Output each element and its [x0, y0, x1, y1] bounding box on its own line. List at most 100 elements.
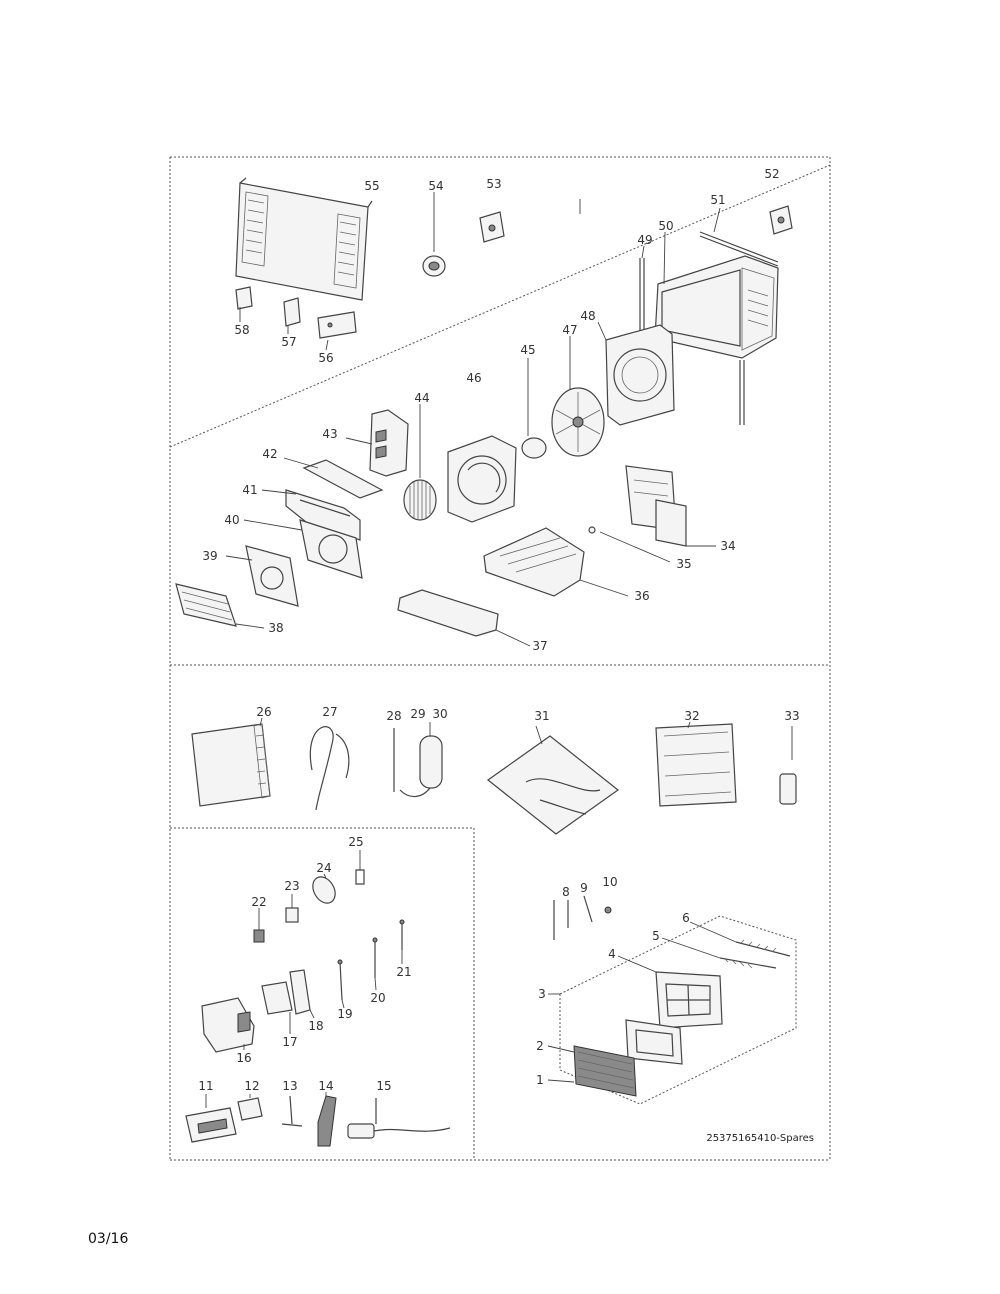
callout-41: 41: [242, 483, 257, 497]
front-frame-part: [625, 1019, 683, 1065]
control-knob-part: [422, 192, 446, 277]
inner-panel-part: [245, 545, 299, 607]
callout-8: 8: [562, 885, 570, 899]
mount-bracket-part: [479, 211, 505, 243]
side-bracket-assembly-part: [625, 465, 687, 547]
callout-leaders: [205, 199, 737, 1108]
screw-set-part: [553, 895, 612, 940]
base-rail-part: [397, 589, 499, 637]
callout-31: 31: [534, 709, 549, 723]
wire-lead-part: [372, 937, 378, 978]
capacitor-part: [312, 876, 336, 904]
callout-57: 57: [281, 335, 296, 349]
callout-labels: 55 54 53 52 51 50 49 58 57 56 48 47 46 4…: [198, 167, 799, 1093]
switch-part: [237, 1097, 263, 1121]
callout-45: 45: [520, 343, 535, 357]
condenser-coil-part: [655, 723, 737, 807]
callout-49: 49: [637, 233, 652, 247]
side-bracket-part: [235, 286, 253, 310]
control-box-cover-part: [201, 997, 255, 1053]
panel-assembly-frame: [559, 915, 797, 1105]
callout-17: 17: [282, 1035, 297, 1049]
callout-53: 53: [486, 177, 501, 191]
air-duct-part: [299, 519, 363, 579]
drawing-number: 25375165410-Spares: [706, 1133, 814, 1144]
evaporator-cover-part: [285, 489, 361, 541]
callout-3: 3: [538, 987, 546, 1001]
control-board-part: [185, 1107, 237, 1143]
callout-13: 13: [282, 1079, 297, 1093]
callout-16: 16: [236, 1051, 251, 1065]
callout-23: 23: [284, 879, 299, 893]
top-cover-part: [302, 459, 384, 499]
callout-44: 44: [414, 391, 429, 405]
remote-control-part: [317, 1095, 337, 1147]
sensor-probe-part: [281, 1095, 303, 1127]
callout-47: 47: [562, 323, 577, 337]
callout-48: 48: [580, 309, 595, 323]
callout-35: 35: [676, 557, 691, 571]
callout-24: 24: [316, 861, 331, 875]
callout-46: 46: [466, 371, 481, 385]
callout-10: 10: [602, 875, 617, 889]
callout-38: 38: [268, 621, 283, 635]
callout-55: 55: [364, 179, 379, 193]
louver-blade-part: [735, 939, 791, 957]
callout-39: 39: [202, 549, 217, 563]
base-plate-part: [487, 735, 619, 835]
seal-strip-part: [639, 258, 645, 340]
fan-motor-part: [521, 358, 547, 459]
callout-12: 12: [244, 1079, 259, 1093]
callout-40: 40: [224, 513, 239, 527]
callout-21: 21: [396, 965, 411, 979]
relay-part: [285, 907, 299, 923]
wire-connector-part: [399, 919, 405, 950]
callout-25: 25: [348, 835, 363, 849]
thermistor-part: [355, 850, 365, 885]
shroud-panel-part: [605, 324, 675, 426]
callout-14: 14: [318, 1079, 333, 1093]
callout-20: 20: [370, 991, 385, 1005]
air-filter-part: [655, 971, 723, 1029]
evaporator-coil-part: [191, 723, 271, 807]
callout-2: 2: [536, 1039, 544, 1053]
callout-54: 54: [428, 179, 443, 193]
blower-housing-part: [447, 435, 517, 523]
callout-30: 30: [432, 707, 447, 721]
callout-43: 43: [322, 427, 337, 441]
callout-32: 32: [684, 709, 699, 723]
support-rod-part: [699, 231, 779, 267]
date-code: 03/16: [88, 1231, 128, 1247]
diagram-frame: [169, 156, 831, 1161]
drain-plug-part: [588, 526, 596, 534]
callout-33: 33: [784, 709, 799, 723]
callout-11: 11: [198, 1079, 213, 1093]
fuse-part: [253, 908, 265, 943]
callout-5: 5: [652, 929, 660, 943]
base-pan-part: [483, 527, 585, 597]
callout-56: 56: [318, 351, 333, 365]
callout-50: 50: [658, 219, 673, 233]
power-cord-part: [347, 1098, 451, 1139]
callout-58: 58: [234, 323, 249, 337]
callout-26: 26: [256, 705, 271, 719]
callout-28: 28: [386, 709, 401, 723]
vane-blade-part: [719, 957, 777, 969]
front-panel-part: [175, 583, 237, 627]
callout-27: 27: [322, 705, 337, 719]
compressor-part: [393, 722, 443, 798]
small-bracket-part: [769, 205, 793, 235]
callout-34: 34: [720, 539, 735, 553]
display-bracket-part: [261, 981, 293, 1015]
callout-9: 9: [580, 881, 588, 895]
callout-37: 37: [532, 639, 547, 653]
callout-51: 51: [710, 193, 725, 207]
callout-29: 29: [410, 707, 425, 721]
callout-42: 42: [262, 447, 277, 461]
callout-1: 1: [536, 1073, 544, 1087]
blower-wheel-part: [403, 404, 437, 521]
callout-22: 22: [251, 895, 266, 909]
callout-36: 36: [634, 589, 649, 603]
